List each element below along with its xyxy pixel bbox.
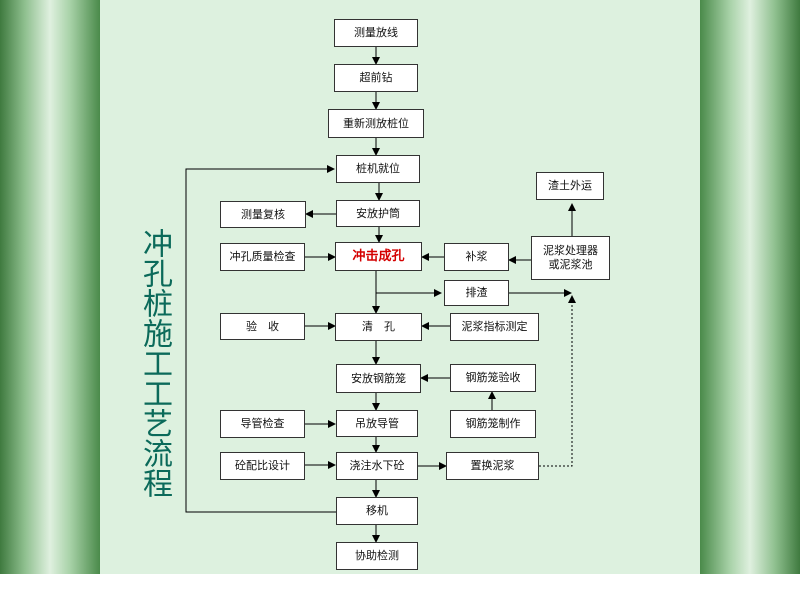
step-recheck: 测量复核 (220, 201, 306, 228)
step-re-survey: 重新测放桩位 (328, 109, 424, 138)
step-spoil-out: 渣土外运 (536, 172, 604, 200)
step-refill-slurry: 补浆 (444, 243, 509, 271)
step-slurry-treat: 泥浆处理器 或泥浆池 (531, 236, 610, 280)
step-discharge: 排渣 (444, 280, 509, 306)
step-move-rig: 移机 (336, 497, 418, 525)
step-pour: 浇注水下砼 (336, 452, 418, 480)
step-slurry-index: 泥浆指标测定 (450, 313, 539, 341)
step-place-cage: 安放钢筋笼 (336, 364, 421, 393)
step-pipe-check: 导管检查 (220, 410, 305, 438)
step-clean: 清 孔 (335, 313, 422, 341)
step-pre-drill: 超前钻 (334, 64, 418, 92)
arrow-replace-treat (539, 295, 576, 467)
step-replace-slurry: 置换泥浆 (446, 452, 539, 480)
step-cage-make: 钢筋笼制作 (450, 410, 536, 438)
bottom-strip (0, 574, 800, 600)
step-cage-accept: 钢筋笼验收 (450, 364, 536, 392)
step-hole-quality: 冲孔质量检查 (220, 243, 305, 271)
step-survey: 测量放线 (334, 19, 418, 47)
step-impact-drill: 冲击成孔 (335, 242, 422, 271)
step-lift-pipe: 吊放导管 (336, 410, 418, 437)
left-decorative-band (0, 0, 100, 600)
right-decorative-band (700, 0, 800, 600)
step-concrete-design: 砼配比设计 (220, 452, 305, 480)
step-assist-test: 协助检测 (336, 542, 418, 570)
step-accept: 验 收 (220, 313, 305, 340)
arrow-loop-back (185, 165, 336, 513)
slide-title: 冲孔桩施工工艺流程 (137, 228, 172, 498)
step-rig-position: 桩机就位 (336, 155, 420, 183)
step-casing: 安放护筒 (336, 200, 420, 227)
